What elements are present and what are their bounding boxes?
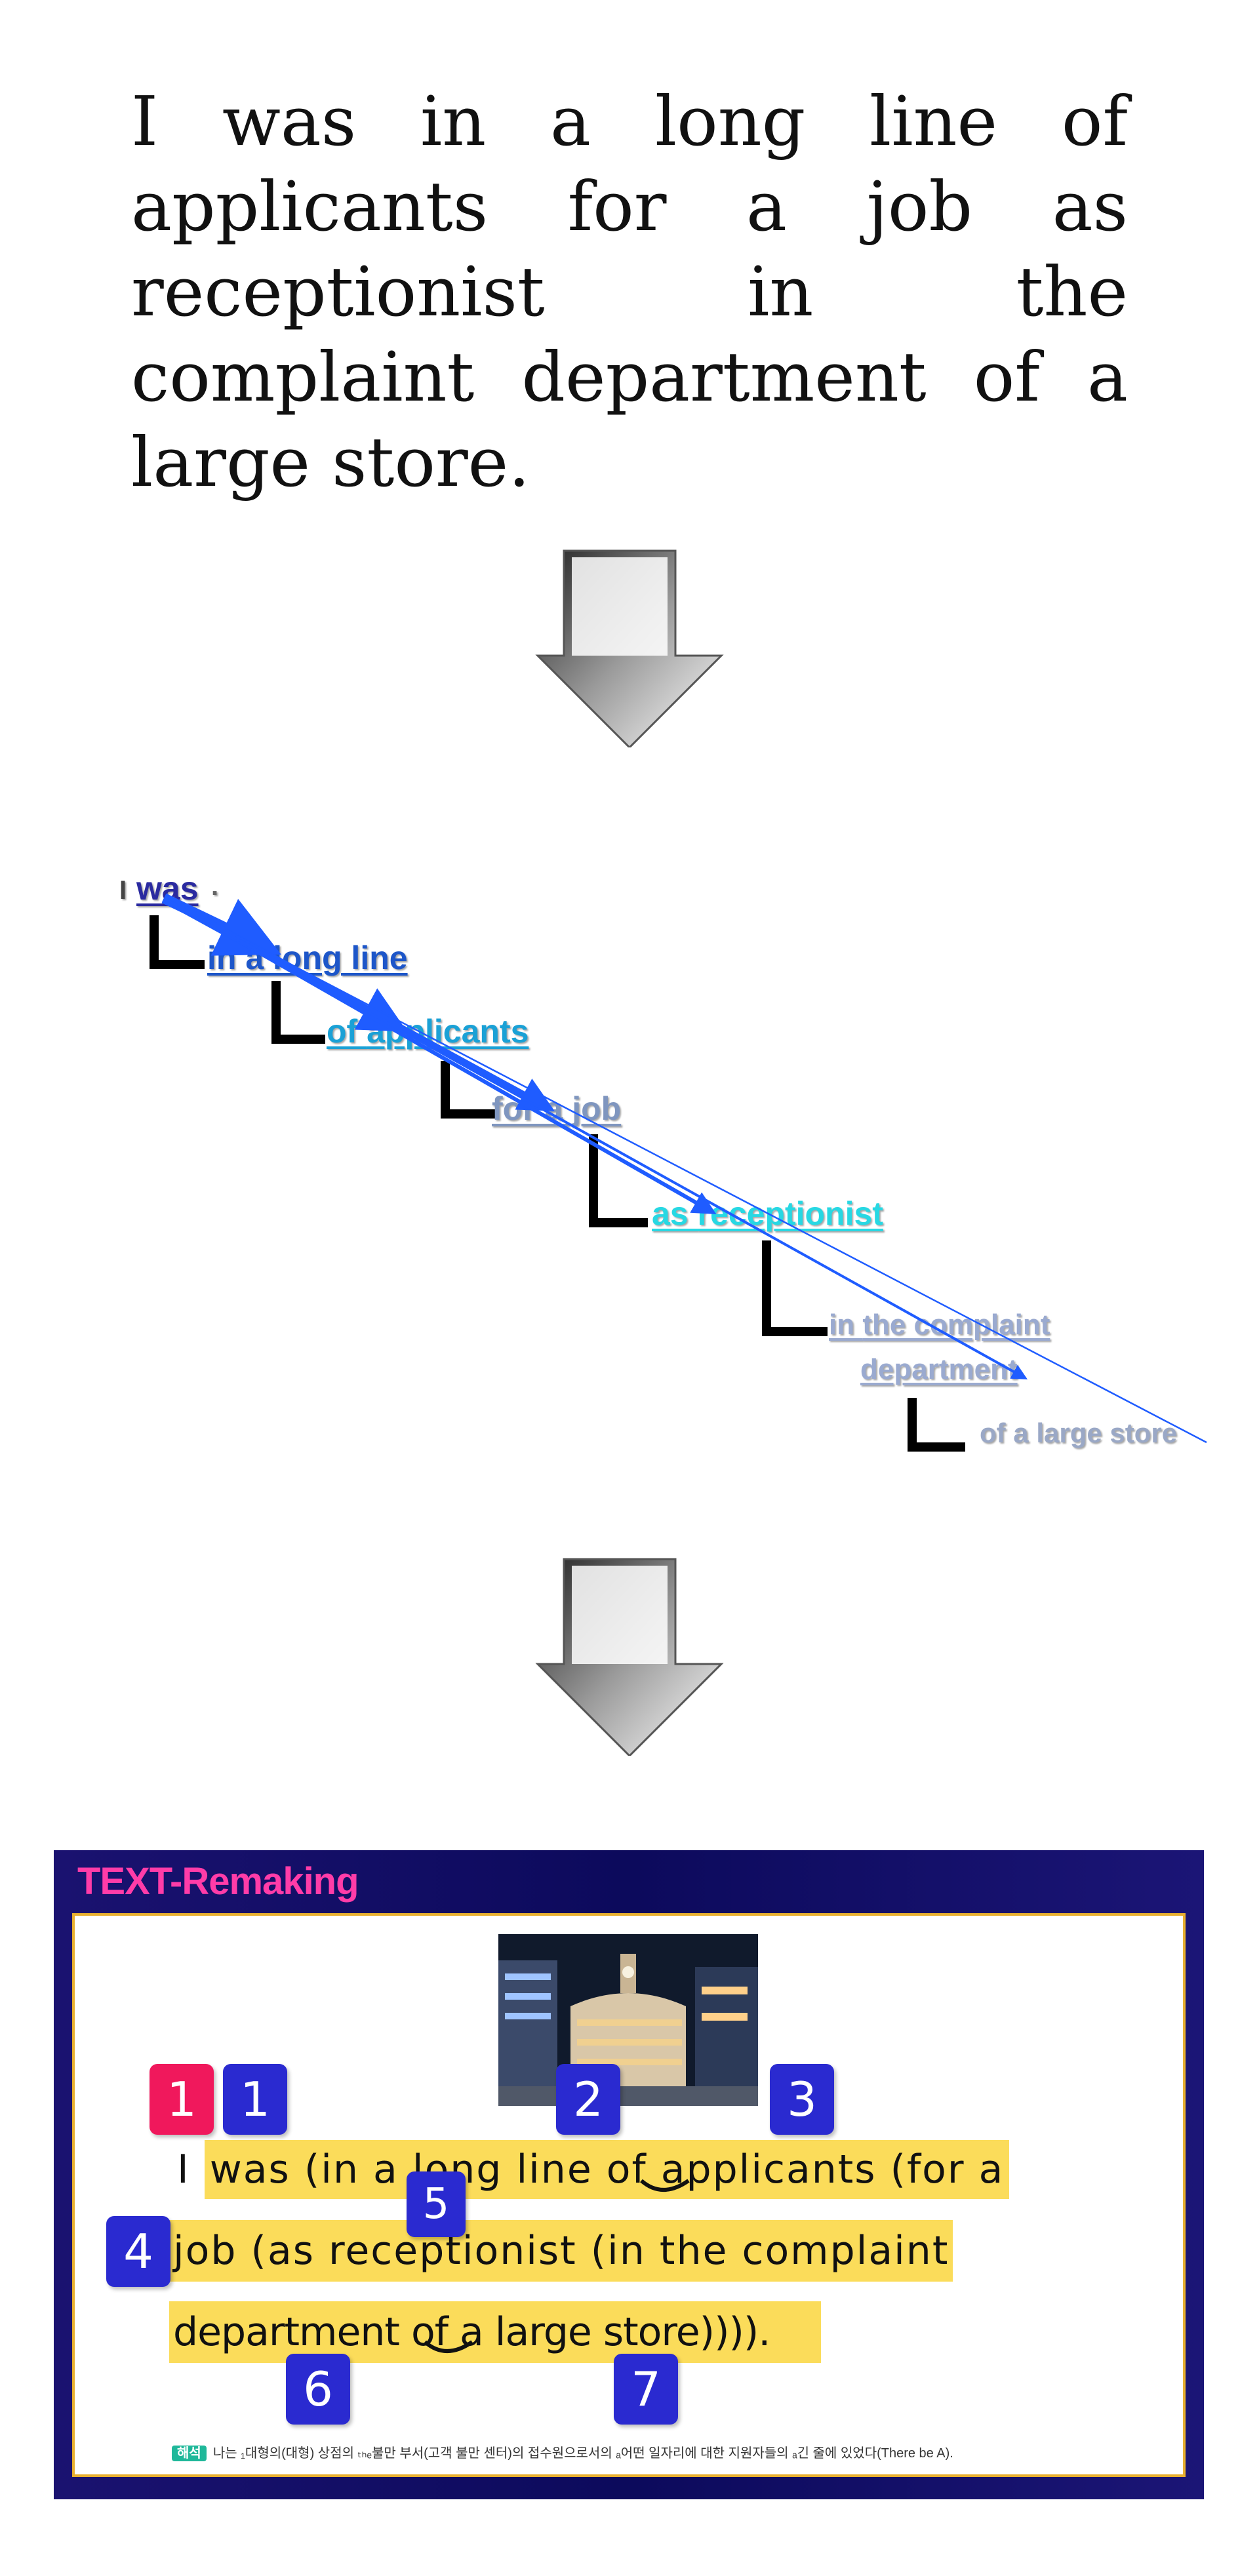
remake-line-3-text: department of a large store)))). [169,2301,822,2363]
badge-4: 4 [106,2216,170,2287]
translation: 해석 나는 ₁대형의(대형) 상점의 ₜₕₑ불만 부서(고객 불만 센터)의 접수… [172,2442,953,2461]
phrase-of-a-large-store: of a large store [980,1417,1178,1448]
phrase-in-the-complaint: in the complaint [829,1309,1050,1341]
bracket-2 [271,981,325,1044]
badge-red-1: 1 [150,2064,214,2135]
source-sentence: I was in a long line of applicants for a… [131,81,1128,502]
bracket-1 [150,915,205,969]
of-curve-mark [640,2179,690,2192]
phrase-the-complaint: the complaint [862,1309,1050,1341]
remake-line-3: department of a large store)))). [169,2301,822,2363]
panel-title: TEXT-Remaking [77,1860,359,1903]
bracket-5 [762,1240,828,1336]
badge-3: 3 [770,2064,834,2135]
phrase-in: in [829,1309,863,1341]
arrow-5 [163,897,1028,1379]
subject-label: I [119,876,127,905]
bracket-3 [441,1061,496,1119]
badge-7: 7 [614,2354,678,2425]
subject-word: I [177,2147,190,2192]
badge-1: 1 [223,2064,287,2135]
translation-tag: 해석 [172,2446,207,2461]
translation-text: 나는 ₁대형의(대형) 상점의 ₜₕₑ불만 부서(고객 불만 센터)의 접수원으… [212,2446,953,2461]
bracket-4 [589,1134,648,1227]
phrase-as: as [652,1195,698,1232]
bracket-6 [908,1398,965,1452]
down-arrow-icon [535,1558,724,1756]
badge-2: 2 [556,2064,620,2135]
remake-line-2-text: job (as receptionist (in the complaint [169,2220,953,2282]
arrow-6 [163,897,1207,1444]
badge-5: 5 [407,2171,466,2237]
down-arrow-icon [535,549,724,747]
connector-arrows [161,893,1207,1444]
sentence-structure-diagram: I was . in a long line of applicants for… [0,852,1259,1482]
phrase-of: of [327,1013,367,1050]
remake-line-1-text: was (in a long line of applicants (for a [204,2140,1010,2199]
of-a-curve-mark [424,2340,473,2353]
store-photo [498,1934,758,2106]
remake-line-2: job (as receptionist (in the complaint [169,2220,953,2282]
badge-6: 6 [286,2354,350,2425]
period-label: . [211,872,219,901]
